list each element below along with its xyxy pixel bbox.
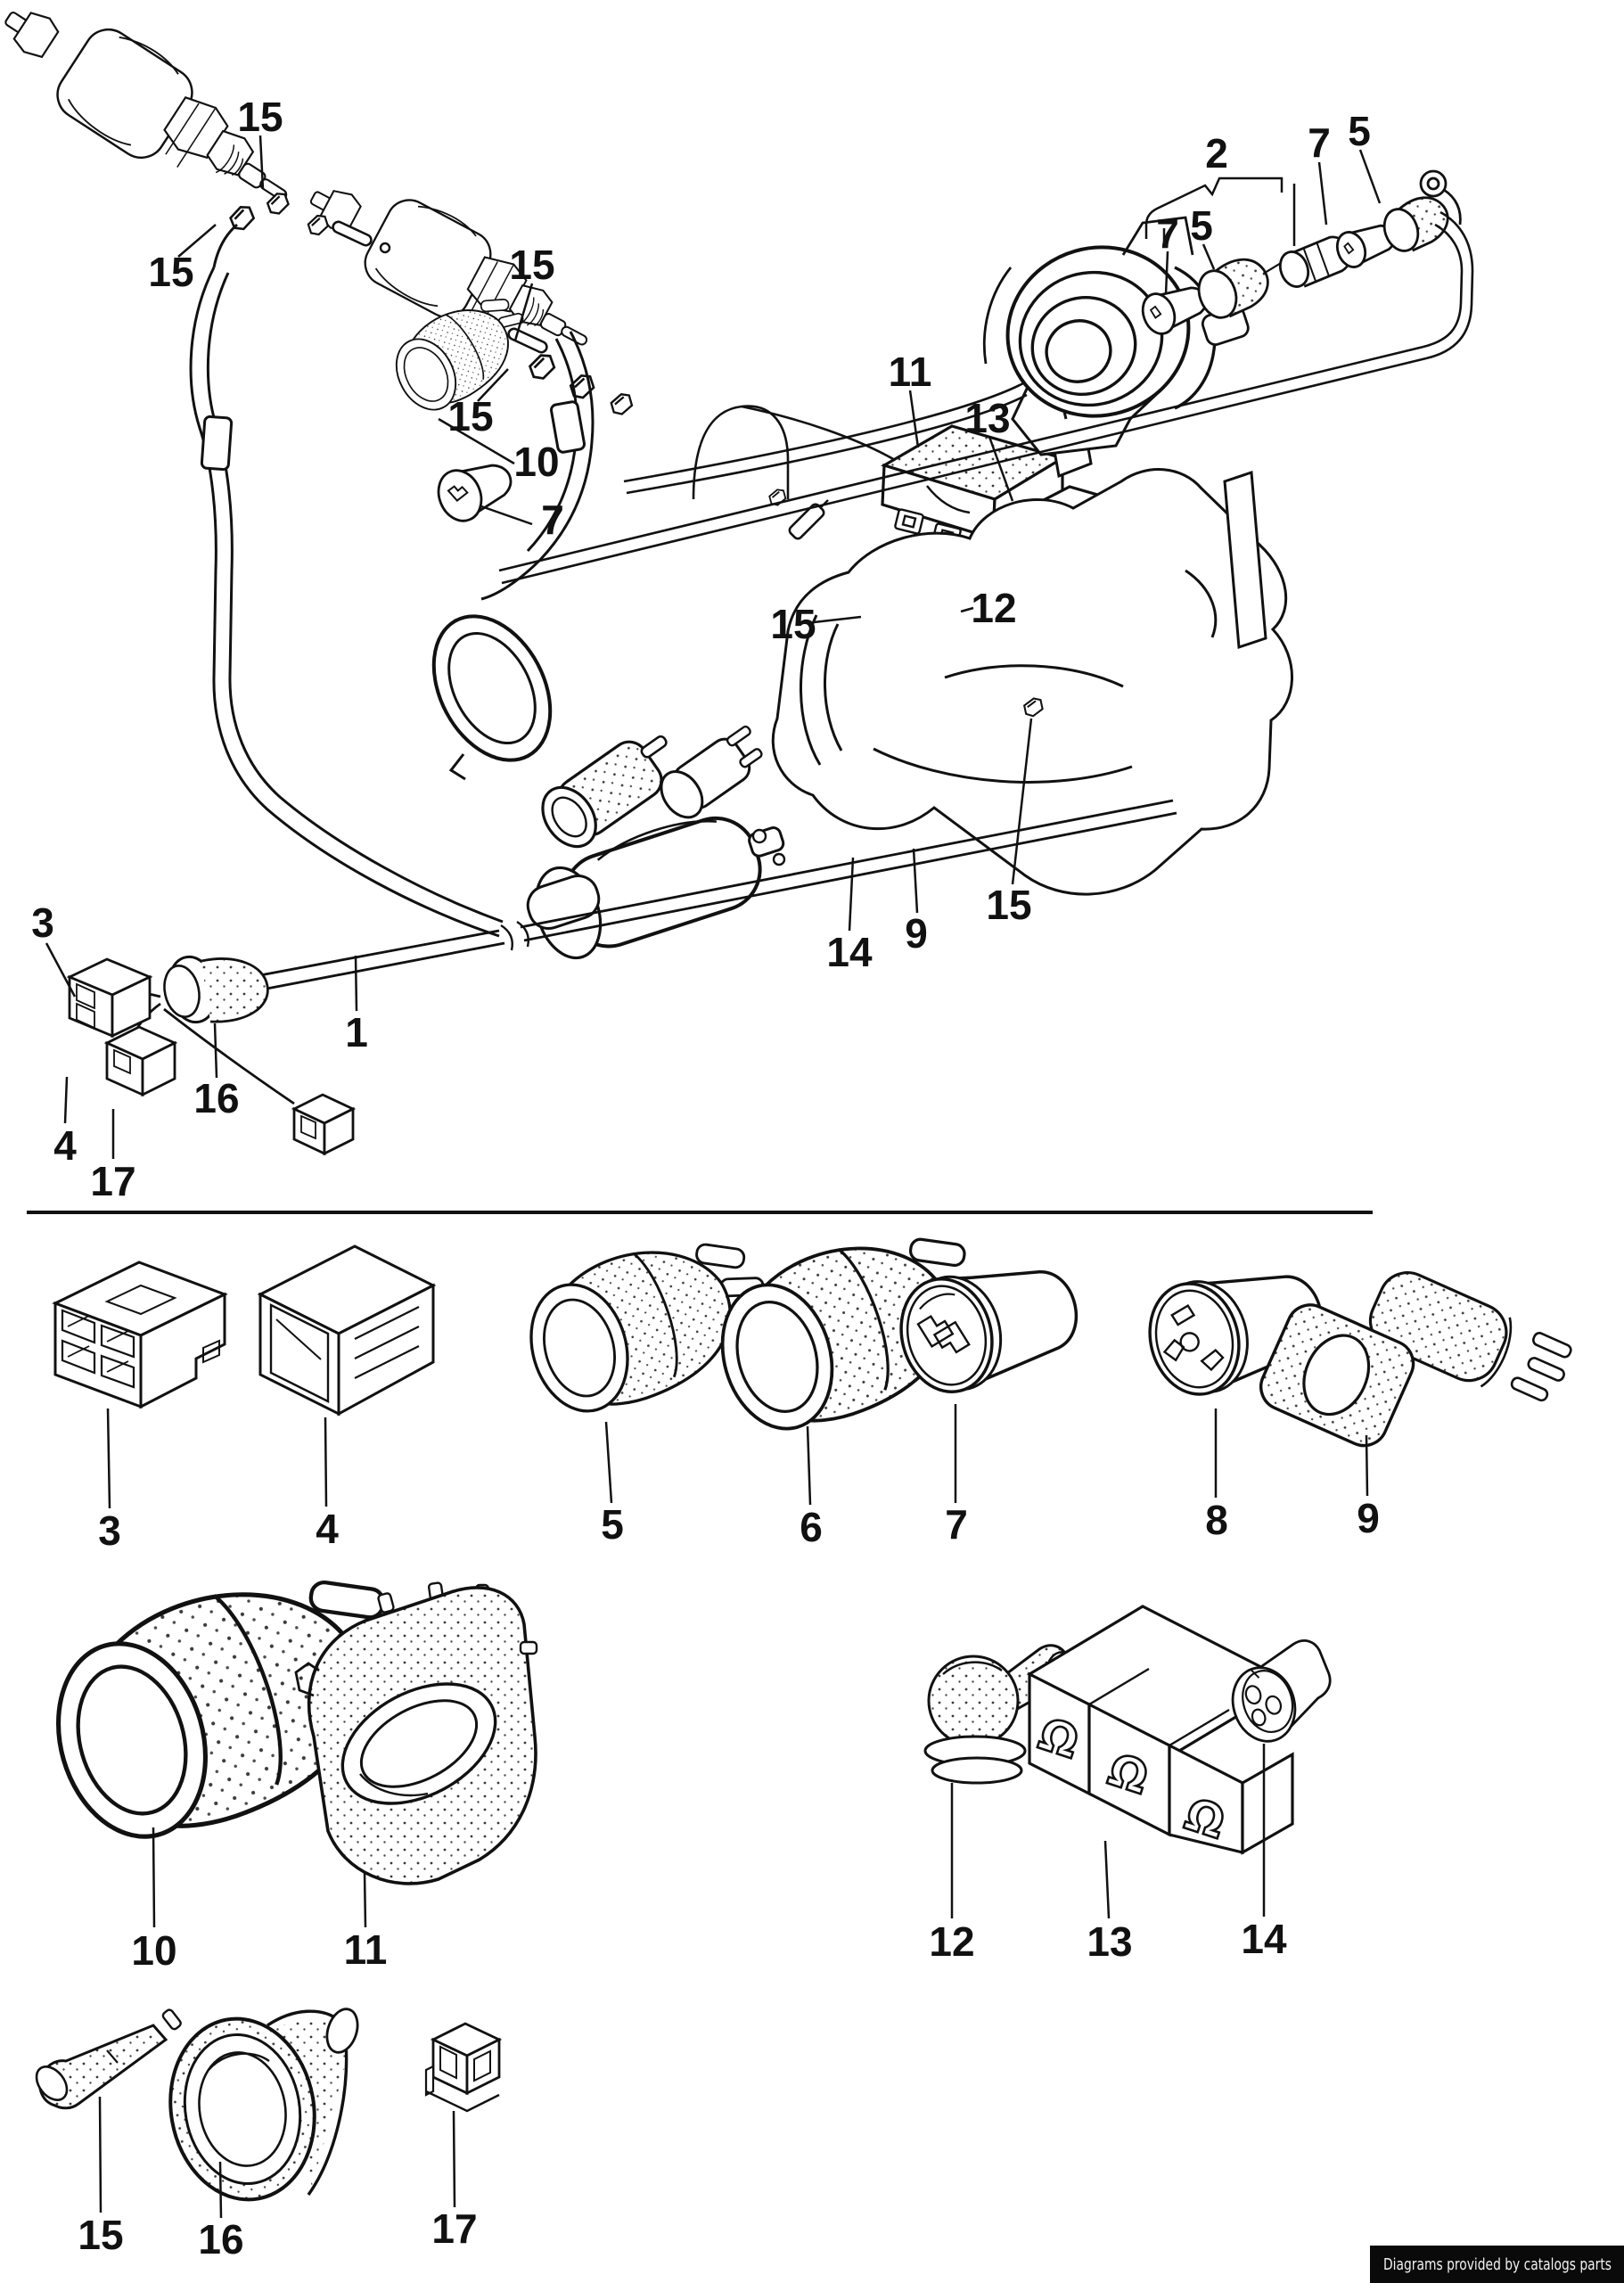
mounting-ring: [431, 614, 553, 781]
assembly-callouts: 15 15 15 15 10 7 2 7 5 7 5 11 13 12 15 1…: [31, 94, 1371, 1204]
grid-callout-17: 17: [431, 2205, 477, 2252]
sensor-cluster: [526, 725, 786, 960]
credit-text: Diagrams provided by catalogs parts: [1383, 2255, 1612, 2274]
callout-9: 9: [905, 910, 928, 957]
callout-11: 11: [889, 349, 932, 395]
clip-set-lower: [507, 327, 635, 417]
callout-12: 12: [971, 585, 1016, 631]
callout-5-b: 5: [1348, 108, 1371, 154]
parts-grid: Ω Ω Ω: [30, 1210, 1572, 2219]
grid-part-15: [35, 2008, 182, 2110]
cable-parts-chain: [1141, 169, 1462, 335]
callout-14: 14: [826, 929, 873, 975]
callout-7-b: 7: [1156, 210, 1179, 257]
callout-2: 2: [1205, 130, 1228, 177]
grid-callout-7: 7: [945, 1501, 968, 1548]
callout-15-b: 15: [148, 249, 193, 295]
grid-callout-12: 12: [929, 1918, 974, 1965]
callout-4: 4: [53, 1122, 77, 1169]
grid-part-4: [257, 1244, 437, 1417]
grid-callout-5: 5: [601, 1501, 624, 1548]
callout-5-a: 5: [1190, 202, 1213, 249]
grid-part-14: [1231, 1639, 1332, 1743]
assembly-diagram: [0, 0, 1474, 1159]
grid-callout-3: 3: [98, 1507, 121, 1554]
grid-callout-15: 15: [78, 2212, 123, 2258]
leader-lines: [45, 135, 1382, 1159]
callout-15-e: 15: [770, 601, 816, 647]
callout-17: 17: [90, 1158, 135, 1204]
callout-3: 3: [31, 899, 54, 946]
grid-part-9: [1259, 1271, 1572, 1448]
harness-loop: [189, 223, 595, 938]
grid-part-13: Ω Ω Ω: [1026, 1605, 1296, 1855]
grid-part-17: [424, 2022, 503, 2113]
clip-set-upper: [226, 190, 391, 254]
grid-callout-6: 6: [800, 1504, 823, 1550]
grid-part-11: [294, 1581, 538, 1885]
callout-7-a: 7: [541, 497, 564, 543]
grid-callout-14: 14: [1241, 1916, 1287, 1962]
credit-background: [1370, 2246, 1624, 2283]
callout-16: 16: [193, 1075, 239, 1121]
speedometer-drive: [982, 216, 1250, 418]
callout-13: 13: [964, 395, 1010, 441]
grid-callout-8: 8: [1205, 1497, 1228, 1543]
cables: [498, 210, 1474, 585]
callout-15-d: 15: [447, 393, 493, 439]
grid-callout-16: 16: [198, 2216, 243, 2262]
callout-15-f: 15: [986, 882, 1031, 928]
grid-part-8: [1136, 1252, 1335, 1406]
grid-part-16: [168, 2008, 359, 2202]
callout-10: 10: [513, 439, 559, 485]
grid-part-3: [52, 1261, 228, 1409]
grid-callout-4: 4: [316, 1506, 339, 1552]
callout-15-a: 15: [237, 94, 283, 140]
grid-callout-13: 13: [1087, 1918, 1132, 1965]
callout-15-c: 15: [509, 242, 554, 288]
grid-part-7: [888, 1246, 1090, 1403]
footer-credit-bar: Diagrams provided by catalogs parts: [1370, 2246, 1624, 2283]
callout-1: 1: [345, 1009, 368, 1055]
callout-7-c: 7: [1308, 119, 1331, 166]
grid-callout-10: 10: [131, 1927, 176, 1974]
grid-callouts: 3 4 5 6 7 8 9 10 11 12 13 14 15 16 17: [78, 1495, 1379, 2262]
connector-7-installed: [437, 464, 513, 522]
main-harness: [66, 799, 1177, 1156]
grid-leader-lines: [98, 1404, 1369, 2219]
grid-callout-11: 11: [344, 1926, 388, 1973]
grid-callout-9: 9: [1357, 1495, 1380, 1541]
